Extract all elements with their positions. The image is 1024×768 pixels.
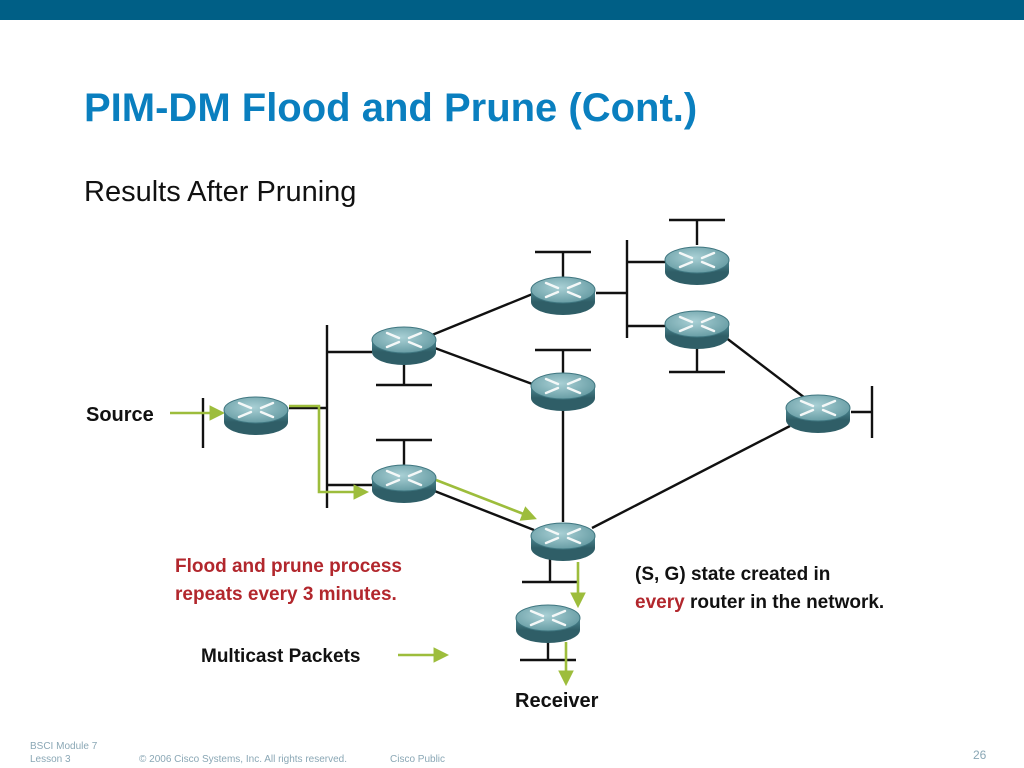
state-note-line2: every router in the network. (635, 592, 884, 613)
multicast-path-source-lan (289, 404, 370, 500)
footer-classification: Cisco Public (390, 754, 446, 765)
state-note-rest: router in the network. (685, 592, 885, 613)
footer-lesson: Lesson 3 (30, 754, 71, 765)
router-6 (663, 245, 731, 287)
flood-note-line2: repeats every 3 minutes. (175, 584, 397, 605)
router-8 (784, 393, 852, 435)
router-5 (529, 521, 597, 563)
router-4 (529, 371, 597, 413)
router-receiver (514, 603, 582, 645)
link-r7-r8 (724, 336, 806, 399)
multicast-path-r2-r5 (435, 478, 537, 521)
source-label: Source (86, 404, 154, 426)
footer-copyright: © 2006 Cisco Systems, Inc. All rights re… (139, 754, 348, 765)
state-note-highlight: every (635, 592, 685, 613)
receiver-label: Receiver (515, 690, 599, 712)
link-r1-r3 (431, 291, 536, 337)
router-7 (663, 309, 731, 351)
router-3 (529, 275, 597, 317)
legend-label: Multicast Packets (201, 646, 360, 667)
link-r1-r4 (431, 345, 536, 387)
footer-page-number: 26 (973, 748, 987, 762)
state-note-line1: (S, G) state created in (635, 564, 830, 585)
footer-module: BSCI Module 7 (30, 741, 98, 752)
multicast-flow (170, 404, 586, 687)
top-banner (0, 0, 1024, 20)
router-1 (370, 325, 438, 367)
router-source (222, 395, 290, 437)
link-r5-r8 (591, 424, 791, 530)
router-2 (370, 463, 438, 505)
link-r2-r5 (431, 488, 535, 532)
slide-subtitle: Results After Pruning (84, 176, 357, 208)
slide-title: PIM-DM Flood and Prune (Cont.) (84, 86, 698, 130)
flood-note-line1: Flood and prune process (175, 556, 402, 577)
